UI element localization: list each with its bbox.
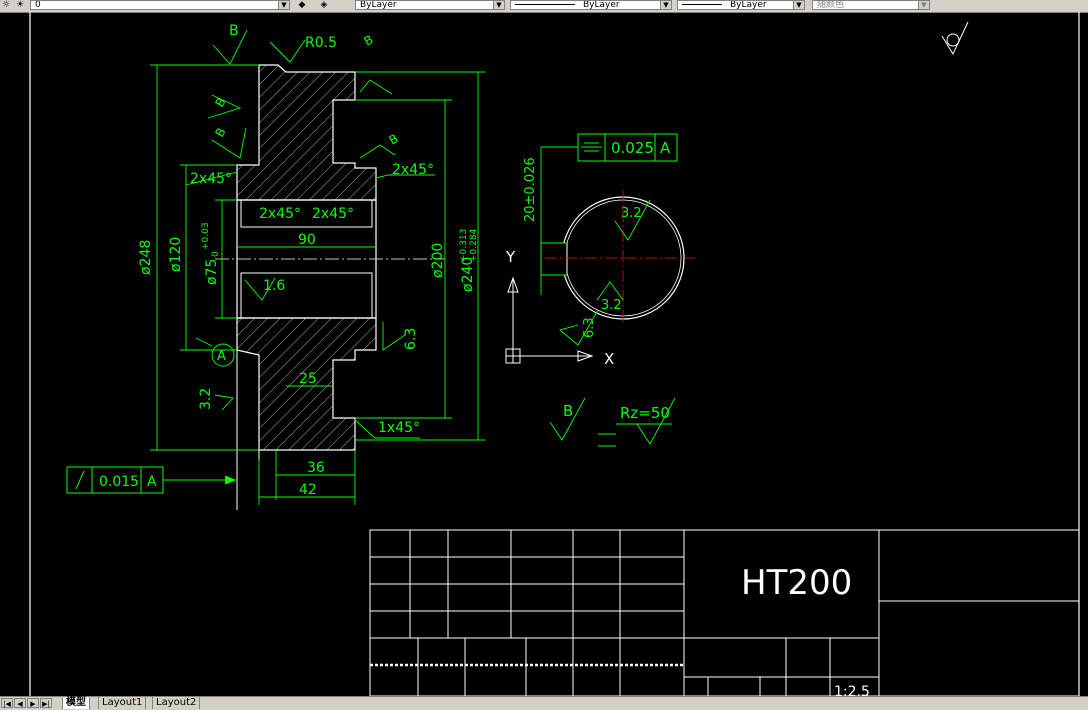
title-block — [369, 529, 1080, 697]
datum-a-label: A — [217, 349, 226, 364]
symmetry-icon — [581, 142, 602, 152]
chamfer-bottom: 1x45° — [378, 420, 420, 436]
tol-75-lower: 0 — [211, 251, 221, 257]
material-label: HT200 — [741, 563, 852, 603]
tab-model[interactable]: 模型 — [62, 697, 90, 709]
gear-section-view — [215, 64, 445, 510]
finish-b-2: B — [212, 95, 228, 109]
tab-layout2[interactable]: Layout2 — [152, 697, 201, 709]
rough-6-3-key: 6.3 — [582, 317, 597, 338]
model-space-canvas[interactable]: B R0.5 B B B B 2x45° 2x45° 2x45° 2x45° 9… — [0, 12, 1088, 700]
symmetry-value: 0.025 — [611, 139, 654, 157]
dim-90: 90 — [298, 232, 316, 248]
runout-value: 0.015 — [99, 474, 139, 490]
note-b-label: B — [563, 402, 573, 420]
rough-3-2-key-bot: 3.2 — [601, 298, 622, 313]
rough-3-2-left: 3.2 — [198, 388, 214, 410]
chevron-down-icon[interactable]: ▼ — [493, 1, 504, 9]
roughness-notes — [549, 397, 676, 447]
keyway-width-dim: 20±0.026 — [523, 157, 538, 222]
dim-75: ø75 — [204, 259, 220, 285]
dim-120: ø120 — [168, 237, 184, 272]
make-current-icon[interactable]: ◆ — [298, 0, 306, 10]
finish-b-4: B — [387, 131, 401, 147]
rough-1-6: 1.6 — [263, 278, 285, 294]
freeze-icon[interactable]: ☀ — [15, 0, 25, 10]
dimensions — [150, 64, 485, 505]
lineweight-dropdown[interactable]: ByLayer ▼ — [677, 0, 805, 10]
chevron-down-icon[interactable]: ▼ — [918, 1, 929, 9]
ucs-y-label: Y — [505, 248, 516, 266]
scale-label: 1:2.5 — [834, 684, 870, 696]
rough-6-3: 6.3 — [403, 328, 419, 350]
linetype-dropdown-value: ByLayer — [583, 0, 620, 10]
last-tab-icon[interactable]: ▶| — [40, 698, 52, 708]
next-tab-icon[interactable]: ▶ — [27, 698, 39, 708]
runout-icon — [75, 470, 85, 490]
chevron-down-icon[interactable]: ▼ — [660, 1, 671, 9]
linetype-dropdown[interactable]: ByLayer ▼ — [510, 0, 672, 10]
layout-tab-bar: |◀ ◀ ▶ ▶| 模型 Layout1 Layout2 — [0, 696, 1088, 710]
ucs-axis-icon — [505, 276, 594, 364]
datum-b-top: B — [229, 23, 239, 39]
dim-42: 42 — [299, 482, 317, 498]
color-dropdown-value: ByLayer — [360, 0, 397, 10]
drawing-frame — [29, 12, 1080, 696]
tol-240-upper: +0.313 — [459, 229, 469, 262]
ucs-x-label: X — [604, 350, 614, 368]
fillet-label: R0.5 — [305, 35, 337, 51]
keyway-section-view — [540, 190, 695, 325]
chamfer-bore-1: 2x45° — [259, 206, 301, 222]
chamfer-bore-2: 2x45° — [312, 206, 354, 222]
tol-75-upper: +0.03 — [201, 222, 211, 250]
first-tab-icon[interactable]: |◀ — [1, 698, 13, 708]
linetype-swatch — [515, 4, 575, 5]
layer-dropdown-value: 0 — [35, 0, 41, 10]
rough-3-2-key-top: 3.2 — [621, 206, 642, 221]
prev-tab-icon[interactable]: ◀ — [14, 698, 26, 708]
symmetry-tolerance-frame: 0.025 A — [577, 133, 678, 162]
plotstyle-dropdown-value: 随颜色 — [817, 0, 845, 10]
chamfer-right: 2x45° — [392, 162, 434, 178]
finish-b-3: B — [212, 125, 228, 139]
roughness-symbols — [195, 29, 406, 411]
chevron-down-icon[interactable]: ▼ — [793, 1, 804, 9]
drawing-svg: B R0.5 B B B B 2x45° 2x45° 2x45° 2x45° 9… — [29, 12, 1080, 700]
dim-25: 25 — [299, 371, 317, 387]
runout-datum: A — [147, 474, 157, 490]
dim-200: ø200 — [430, 243, 446, 278]
tab-layout1[interactable]: Layout1 — [98, 697, 147, 709]
lineweight-dropdown-value: ByLayer — [730, 0, 767, 10]
runout-tolerance-frame: 0.015 A — [66, 466, 237, 494]
dim-240: ø240 — [460, 257, 476, 292]
finish-b-1: B — [362, 32, 376, 48]
layer-state-icon[interactable]: ☼ — [1, 0, 11, 10]
general-roughness-symbol — [941, 21, 969, 56]
chevron-down-icon[interactable]: ▼ — [278, 1, 289, 9]
lineweight-swatch — [682, 4, 722, 5]
symmetry-datum: A — [660, 139, 671, 157]
dim-36: 36 — [307, 460, 325, 476]
dim-248: ø248 — [138, 240, 154, 275]
keyway-dimensions — [540, 146, 651, 346]
chamfer-left: 2x45° — [190, 171, 232, 187]
layer-previous-icon[interactable]: ◈ — [320, 0, 328, 10]
layer-dropdown[interactable]: 0 ▼ — [30, 0, 290, 10]
note-rz-label: Rz=50 — [620, 404, 670, 422]
color-dropdown[interactable]: ByLayer ▼ — [355, 0, 505, 10]
tol-240-lower: +0.284 — [469, 228, 479, 262]
plotstyle-dropdown[interactable]: 随颜色 ▼ — [812, 0, 930, 10]
properties-toolbar: ☼ ☀ 0 ▼ ◆ ◈ ByLayer ▼ ByLayer ▼ ByLayer … — [0, 0, 1088, 13]
